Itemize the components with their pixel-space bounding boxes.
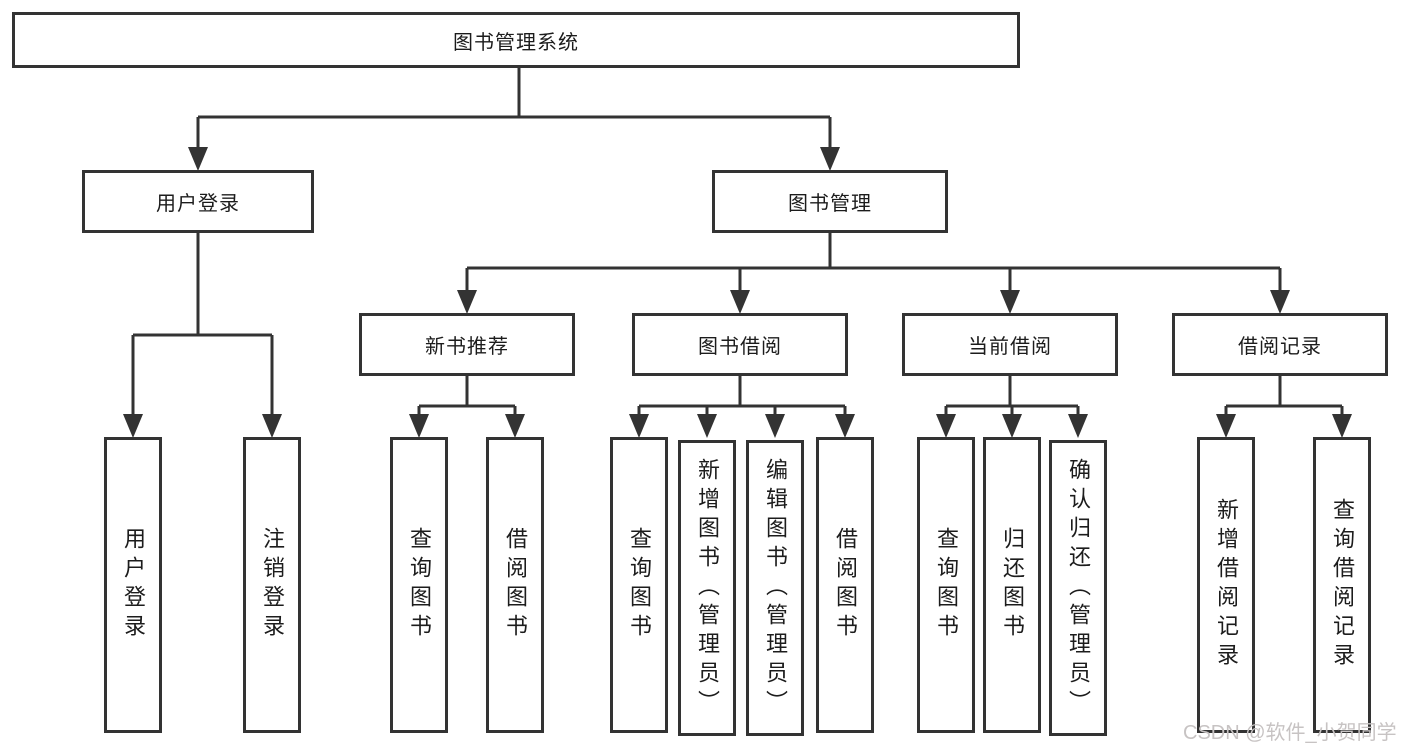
leaf-label: 编辑图书（管理员） [763,457,788,719]
leaf-logout: 注销登录 [243,437,301,733]
node-root: 图书管理系统 [12,12,1020,68]
arrowhead [1000,290,1020,314]
leaf-bb-add-book-admin: 新增图书（管理员） [678,440,736,736]
connector-borrowing-to-leaves [637,376,847,415]
connector-root-to-level2 [196,68,832,148]
leaf-label: 查询图书 [934,527,959,643]
leaf-bb-borrow-books: 借阅图书 [816,437,874,733]
leaf-label: 新增图书（管理员） [695,457,720,719]
leaf-label: 借阅图书 [833,527,858,643]
leaf-cb-confirm-return-admin: 确认归还（管理员） [1049,440,1107,736]
arrowhead [262,414,282,438]
node-book-borrowing: 图书借阅 [632,313,848,376]
arrowhead [123,414,143,438]
arrowhead [505,414,525,438]
arrowhead [1270,290,1290,314]
arrowhead [730,290,750,314]
arrowhead [409,414,429,438]
connector-userlogin-to-leaves [131,233,274,415]
connector-newbook-to-leaves [417,376,517,415]
arrowhead [697,414,717,438]
arrowhead [835,414,855,438]
leaf-label: 新增借阅记录 [1214,498,1239,672]
arrowhead [629,414,649,438]
connector-records-to-leaves [1224,376,1344,415]
leaf-label: 注销登录 [260,527,285,643]
leaf-label: 查询图书 [627,527,652,643]
arrowhead [1332,414,1352,438]
arrowhead [1216,414,1236,438]
leaf-label: 查询图书 [407,527,432,643]
leaf-label: 借阅图书 [503,527,528,643]
arrowhead [1002,414,1022,438]
leaf-label: 确认归还（管理员） [1066,457,1091,719]
leaf-br-query-record: 查询借阅记录 [1313,437,1371,733]
leaf-br-add-record: 新增借阅记录 [1197,437,1255,733]
leaf-nbr-query-books: 查询图书 [390,437,448,733]
leaf-user-login: 用户登录 [104,437,162,733]
arrowhead [765,414,785,438]
node-user-login: 用户登录 [82,170,314,233]
leaf-nbr-borrow-books: 借阅图书 [486,437,544,733]
arrowhead [1068,414,1088,438]
node-borrowing-records: 借阅记录 [1172,313,1388,376]
leaf-bb-query-books: 查询图书 [610,437,668,733]
arrowhead [457,290,477,314]
leaf-label: 查询借阅记录 [1330,498,1355,672]
node-new-book-recommend: 新书推荐 [359,313,575,376]
leaf-bb-edit-book-admin: 编辑图书（管理员） [746,440,804,736]
arrowhead [820,147,840,171]
connector-bookmgmt-to-level3 [465,233,1282,291]
arrowhead [936,414,956,438]
arrowhead [188,147,208,171]
node-current-borrowing: 当前借阅 [902,313,1118,376]
connector-current-to-leaves [944,376,1080,415]
watermark: CSDN @软件_小贺同学 [1183,722,1397,744]
leaf-label: 归还图书 [1000,527,1025,643]
leaf-label: 用户登录 [121,527,146,643]
leaf-cb-return-books: 归还图书 [983,437,1041,733]
node-book-management: 图书管理 [712,170,948,233]
leaf-cb-query-books: 查询图书 [917,437,975,733]
